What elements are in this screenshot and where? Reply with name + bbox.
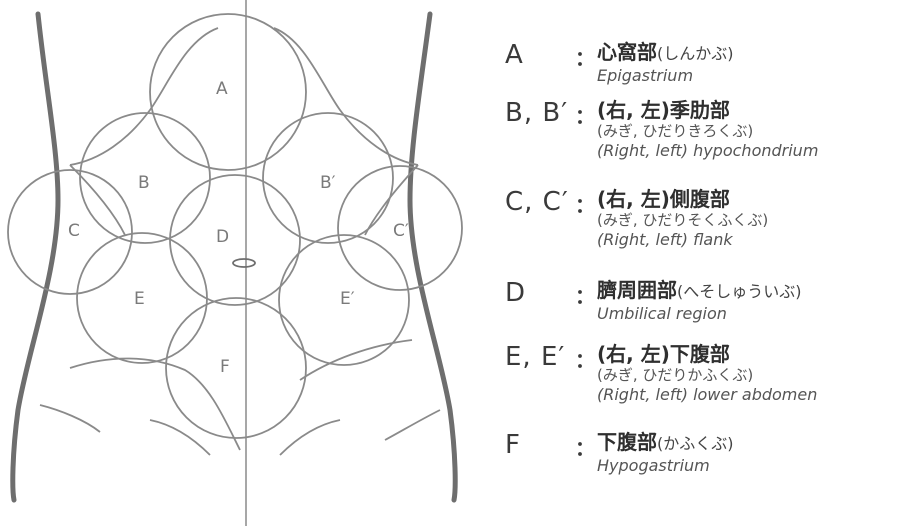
- region-f-label: F: [220, 357, 230, 377]
- legend-colon: ：: [575, 104, 595, 128]
- legend-key: D: [505, 278, 527, 308]
- legend-kana: (へそしゅういぶ): [677, 282, 802, 301]
- legend-reading: (みぎ, ひだりきろくぶ): [597, 122, 754, 140]
- region-a-label: A: [216, 79, 228, 99]
- legend-term: 心窩部: [597, 40, 657, 64]
- torso-right-outline: [407, 11, 458, 503]
- inguinal-right: [384, 409, 441, 441]
- legend-reading: (みぎ, ひだりそくふくぶ): [597, 211, 769, 229]
- region-a-circle: [149, 13, 307, 171]
- legend-colon: ：: [575, 348, 595, 372]
- costal-edge-left: [69, 164, 126, 236]
- legend-colon: ：: [575, 436, 595, 460]
- legend-term: 臍周囲部: [597, 278, 677, 302]
- region-b-prime-circle: [262, 112, 394, 244]
- legend-key: E, E′: [505, 342, 566, 372]
- groin-right: [279, 419, 341, 456]
- region-b-circle: [79, 112, 211, 244]
- legend-english: (Right, left) lower abdomen: [597, 385, 818, 404]
- legend-key: A: [505, 40, 524, 70]
- legend-english: Hypogastrium: [597, 456, 710, 475]
- region-e-prime-circle: [278, 234, 410, 366]
- region-b-prime-label: B′: [320, 173, 336, 193]
- region-e-label: E: [134, 289, 145, 309]
- region-c-label: C: [68, 221, 80, 241]
- region-c-circle: [7, 169, 133, 295]
- legend-reading: (みぎ, ひだりかふくぶ): [597, 366, 754, 384]
- abdomen-diagram: A B B′ C C′ D E E′ F: [7, 0, 463, 526]
- region-b-label: B: [138, 173, 150, 193]
- legend-kana: (かふくぶ): [657, 434, 734, 453]
- legend-english: (Right, left) flank: [597, 230, 733, 249]
- region-e-prime-label: E′: [340, 289, 355, 309]
- legend-english: Epigastrium: [597, 66, 694, 85]
- region-e-circle: [76, 232, 208, 364]
- groin-left: [149, 419, 211, 456]
- pelvic-line-right: [299, 339, 413, 381]
- legend-colon: ：: [575, 193, 595, 217]
- region-c-prime-label: C′: [393, 221, 409, 241]
- inguinal-left: [39, 404, 101, 433]
- legend-kana: (しんかぶ): [657, 44, 734, 63]
- legend-key: C, C′: [505, 187, 569, 217]
- torso-left-outline: [10, 11, 61, 503]
- legend-english: Umbilical region: [597, 304, 727, 323]
- legend-term: (右, 左)側腹部: [597, 187, 730, 211]
- legend-colon: ：: [575, 284, 595, 308]
- legend-colon: ：: [575, 46, 595, 70]
- legend-term: 下腹部: [597, 430, 657, 454]
- umbilicus: [232, 258, 256, 268]
- pelvic-line-left: [69, 357, 241, 451]
- legend-key: B, B′: [505, 98, 569, 128]
- legend-key: F: [505, 430, 521, 460]
- rib-arch-left: [69, 27, 219, 166]
- legend-term: (右, 左)季肋部: [597, 98, 730, 122]
- legend-english: (Right, left) hypochondrium: [597, 141, 819, 160]
- legend-term: (右, 左)下腹部: [597, 342, 730, 366]
- rib-arch-right: [273, 27, 419, 166]
- region-c-prime-circle: [337, 165, 463, 291]
- region-f-circle: [165, 297, 307, 439]
- region-d-label: D: [216, 227, 229, 247]
